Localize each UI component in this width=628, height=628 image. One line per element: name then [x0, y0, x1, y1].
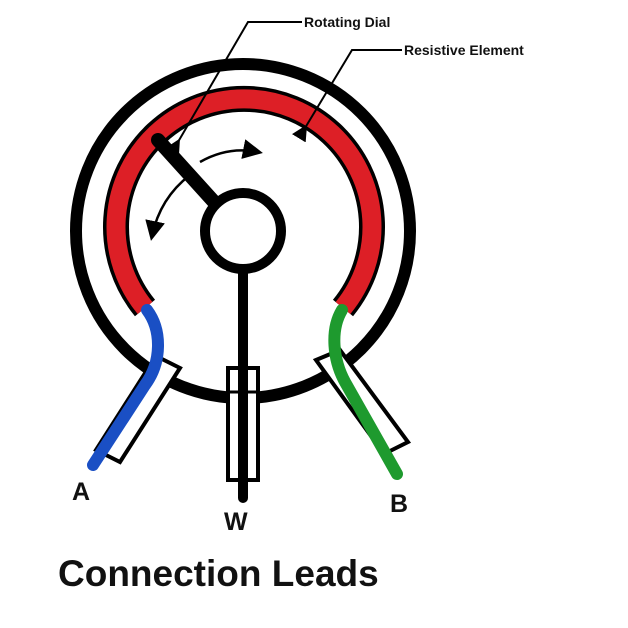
lead-b-wire [328, 304, 403, 480]
rotating-dial-arm [151, 133, 222, 210]
rotating-dial-label: Rotating Dial [304, 14, 390, 30]
resistive-element-label: Resistive Element [404, 42, 524, 58]
dial-hub [200, 188, 286, 274]
resistive-element [106, 89, 382, 315]
rotation-arrow-counterclockwise [145, 174, 191, 241]
resistive-element-leader [291, 49, 402, 143]
lead-b-label: B [390, 490, 408, 518]
rotating-dial-leader [165, 21, 302, 157]
lead-a-label: A [72, 478, 90, 506]
rotation-arrow-clockwise [199, 139, 263, 164]
lead-a-wire [87, 304, 164, 471]
lead-w-label: W [224, 508, 248, 536]
diagram-caption: Connection Leads [58, 553, 379, 594]
